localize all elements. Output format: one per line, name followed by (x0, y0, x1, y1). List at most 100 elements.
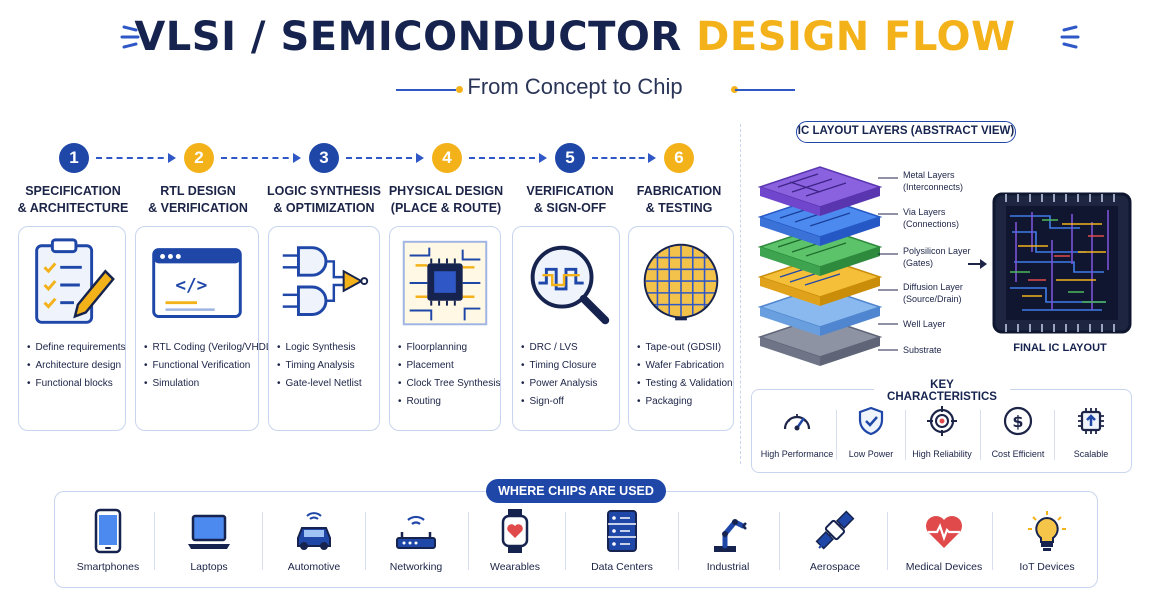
use-label: IoT Devices (1019, 561, 1075, 573)
layer-stack-diagram (757, 166, 898, 366)
kc-divider (905, 410, 906, 460)
uses-title: WHERE CHIPS ARE USED (486, 479, 666, 503)
magnifier-waveform-icon (530, 245, 610, 325)
layer-label-polysilicon: Polysilicon Layer(Gates) (903, 246, 971, 268)
step-2-card: </> RTL Coding (Verilog/VHDL) Functional… (135, 226, 275, 431)
layer-label-metal: Metal Layers(Interconnects) (903, 170, 964, 192)
subtitle-line-right (735, 89, 795, 91)
use-label: Medical Devices (905, 561, 983, 573)
use-aerospace: Aerospace (783, 506, 887, 582)
step-3-number: 3 (309, 143, 339, 173)
use-label: Industrial (706, 561, 750, 573)
shield-check-icon (858, 406, 884, 436)
list-item: Timing Analysis (277, 357, 362, 375)
use-laptops: Laptops (157, 506, 261, 582)
step-5-card: DRC / LVS Timing Closure Power Analysis … (512, 226, 620, 431)
list-item: Gate-level Netlist (277, 375, 362, 393)
final-ic-layout-icon (992, 192, 1132, 334)
layer-label-substrate: Substrate (903, 345, 942, 355)
clipboard-pencil-icon (35, 238, 115, 324)
title-part-1: VLSI / SEMICONDUCTOR (134, 14, 682, 60)
kc-label: High Performance (760, 449, 834, 459)
list-item: Simulation (144, 375, 275, 393)
lightbulb-icon (1028, 511, 1066, 551)
list-item: RTL Coding (Verilog/VHDL) (144, 339, 275, 357)
kc-high-performance: High Performance (759, 405, 835, 465)
list-item: Architecture design (27, 357, 126, 375)
use-divider (565, 512, 566, 570)
list-item: Define requirements (27, 339, 126, 357)
kc-label: Scalable (1073, 449, 1109, 459)
step-6-bullets: Tape-out (GDSII) Wafer Fabrication Testi… (637, 339, 733, 411)
kc-divider (1054, 410, 1055, 460)
layer-label-diffusion: Diffusion Layer(Source/Drain) (903, 282, 963, 304)
final-ic-layout-label: FINAL IC LAYOUT (1013, 342, 1107, 354)
layer-label-well: Well Layer (903, 319, 946, 329)
code-window-icon: </> (152, 248, 242, 318)
step-3-card: Logic Synthesis Timing Analysis Gate-lev… (268, 226, 380, 431)
use-data-centers: Data Centers (570, 506, 674, 582)
step-5-number: 5 (555, 143, 585, 173)
use-divider (887, 512, 888, 570)
kc-label: Cost Efficient (991, 449, 1045, 459)
step-arrow-5 (592, 153, 656, 163)
step-3-title: LOGIC SYNTHESIS& OPTIMIZATION (267, 184, 381, 215)
use-smartphones: Smartphones (56, 506, 160, 582)
subtitle-line-left (396, 89, 456, 91)
diffusion-layer (757, 256, 883, 306)
speedometer-icon (783, 414, 811, 431)
chip-arrow-icon (1078, 408, 1104, 434)
step-arrow-1 (96, 153, 176, 163)
kc-high-reliability: High Reliability (904, 405, 980, 465)
step-1-bullets: Define requirements Architecture design … (27, 339, 126, 393)
step-4-bullets: Floorplanning Placement Clock Tree Synth… (398, 339, 501, 411)
use-divider (992, 512, 993, 570)
wafer-icon (643, 243, 719, 321)
subtitle-dot-right (731, 86, 738, 93)
list-item: Placement (398, 357, 500, 375)
step-5-bullets: DRC / LVS Timing Closure Power Analysis … (521, 339, 598, 411)
dollar-icon: $ (1003, 406, 1033, 436)
use-wearables: Wearables (463, 506, 567, 582)
use-medical-devices: Medical Devices (892, 506, 996, 582)
layers-title: IC LAYOUT LAYERS (ABSTRACT VIEW) (796, 121, 1016, 143)
robot-arm-icon (714, 519, 747, 552)
list-item: Power Analysis (521, 375, 598, 393)
metal-layer (757, 166, 883, 216)
use-label: Smartphones (76, 561, 140, 573)
list-item: Testing & Validation (637, 375, 733, 393)
list-item: Sign-off (521, 393, 597, 411)
use-divider (779, 512, 780, 570)
use-networking: Networking (364, 506, 468, 582)
step-4-card: Floorplanning Placement Clock Tree Synth… (389, 226, 501, 431)
target-icon (927, 406, 957, 436)
step-1-card: Define requirements Architecture design … (18, 226, 126, 431)
smartphone-icon (94, 508, 122, 554)
step-6-title: FABRICATION& TESTING (636, 184, 722, 215)
kc-cost-efficient: $ Cost Efficient (980, 405, 1056, 465)
step-2-title: RTL DESIGN& VERIFICATION (148, 184, 248, 215)
step-1-title: SPECIFICATION& ARCHITECTURE (17, 184, 129, 215)
list-item: Routing (398, 393, 500, 411)
list-item: Functional Verification (144, 357, 275, 375)
kc-scalable: Scalable (1053, 405, 1129, 465)
use-divider (468, 512, 469, 570)
use-automotive: Automotive (262, 506, 366, 582)
step-4-number: 4 (432, 143, 462, 173)
title-deco-right-icon (1060, 25, 1080, 49)
list-item: Functional blocks (27, 375, 126, 393)
list-item: Clock Tree Synthesis (398, 375, 501, 393)
svg-text:</>: </> (175, 276, 207, 296)
step-2-bullets: RTL Coding (Verilog/VHDL) Functional Ver… (144, 339, 275, 393)
kc-low-power: Low Power (833, 405, 909, 465)
use-label: Aerospace (809, 561, 861, 573)
list-item: Packaging (637, 393, 733, 411)
step-arrow-2 (221, 153, 301, 163)
use-divider (678, 512, 679, 570)
step-arrow-3 (346, 153, 424, 163)
list-item: Timing Closure (521, 357, 597, 375)
page-title: VLSI / SEMICONDUCTOR DESIGN FLOW (0, 14, 1150, 60)
well-layer (757, 286, 883, 336)
polysilicon-layer (757, 226, 883, 276)
list-item: Tape-out (GDSII) (637, 339, 733, 357)
